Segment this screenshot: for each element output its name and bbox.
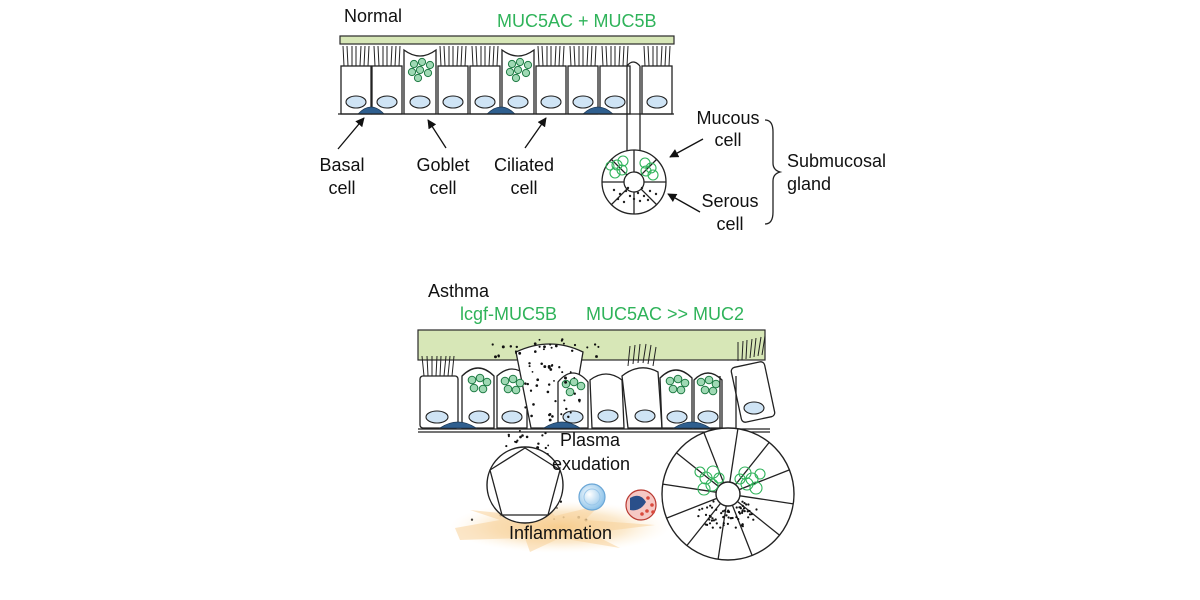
basal-arrow — [337, 117, 365, 150]
serous-arrow — [667, 193, 701, 213]
basal-cell — [672, 421, 712, 429]
normal-mucins-label: MUC5AC + MUC5B — [497, 11, 657, 31]
basal-cell — [438, 421, 478, 429]
basal-cell — [542, 421, 582, 429]
mucous-arrow — [669, 138, 704, 158]
mucous-label-1: Mucous — [696, 108, 759, 128]
eosinophil-icon — [625, 489, 657, 521]
nuclei — [345, 95, 668, 109]
asthma-submucosal-gland — [661, 427, 795, 561]
asthma-panel: Asthma lcgf-MUC5B MUC5AC >> MUC2 — [417, 281, 795, 561]
normal-title: Normal — [344, 6, 402, 26]
mucous-label-2: cell — [714, 130, 741, 150]
basal-label-2: cell — [328, 178, 355, 198]
gland-label-1: Submucosal — [787, 151, 886, 171]
goblet-granules — [407, 57, 533, 83]
mucous-granules — [605, 155, 659, 181]
asthma-cilia — [421, 335, 766, 377]
inflammation-burst — [455, 500, 655, 552]
normal-panel: Normal MUC5AC + MUC5B — [319, 6, 886, 234]
serous-label-2: cell — [716, 214, 743, 234]
plasma-label-1: Plasma — [560, 430, 621, 450]
goblet-arrow — [427, 119, 447, 149]
normal-epithelium — [338, 45, 674, 115]
serous-label-1: Serous — [701, 191, 758, 211]
cilia — [342, 45, 671, 67]
lymphocyte-icon — [578, 483, 606, 511]
plasma-label-2: exudation — [552, 454, 630, 474]
basal-label-1: Basal — [319, 155, 364, 175]
asthma-mucus-layer — [417, 329, 766, 361]
inflammation-label: Inflammation — [509, 523, 612, 543]
asthma-mucous-granules — [694, 465, 766, 496]
asthma-epithelium — [418, 335, 776, 433]
normal-mucus-layer — [339, 35, 675, 45]
serous-granules — [612, 186, 658, 204]
normal-submucosal-gland — [601, 149, 667, 215]
goblet-label-2: cell — [429, 178, 456, 198]
asthma-mucin-right: MUC5AC >> MUC2 — [586, 304, 744, 324]
ciliated-label-1: Ciliated — [494, 155, 554, 175]
gland-bracket — [764, 119, 783, 225]
ciliated-label-2: cell — [510, 178, 537, 198]
asthma-goblet-granules — [467, 373, 721, 397]
blood-vessel — [486, 446, 564, 524]
gland-label-2: gland — [787, 174, 831, 194]
asthma-serous-granules — [697, 500, 758, 529]
asthma-nuclei — [425, 401, 765, 424]
asthma-title: Asthma — [428, 281, 490, 301]
asthma-mucin-left: lcgf-MUC5B — [460, 304, 557, 324]
ciliated-arrow — [524, 117, 547, 149]
goblet-label-1: Goblet — [416, 155, 469, 175]
normal-gland-duct — [626, 61, 641, 152]
